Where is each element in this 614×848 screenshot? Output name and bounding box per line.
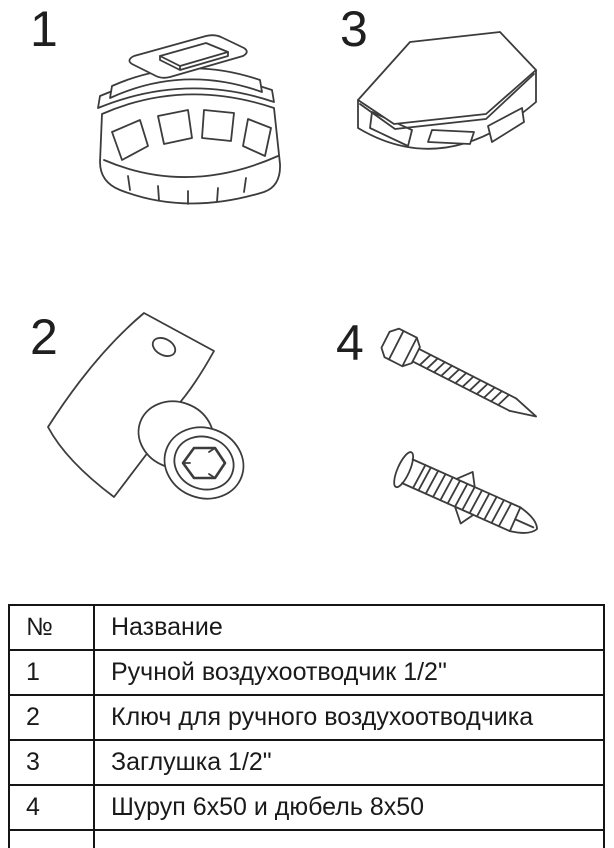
dowel-ribs (417, 466, 513, 528)
screw-tip (508, 397, 538, 418)
hex-top (357, 31, 537, 125)
row-name: Ключ для ручного воздухоотводчика (93, 694, 605, 741)
dowel-fin (454, 505, 475, 525)
plug-slot (427, 129, 475, 145)
table-row-partial (8, 829, 605, 848)
row-number: 4 (8, 784, 95, 831)
row-number: 1 (8, 649, 95, 696)
key-hole (151, 337, 177, 357)
row-number: 3 (8, 739, 95, 786)
figure-label-4: 4 (336, 315, 364, 371)
table-row: 1 Ручной воздухоотводчик 1/2" (8, 649, 605, 696)
socket-rim (173, 435, 235, 491)
screw-and-dowel-drawing (380, 327, 538, 534)
figure-label-3: 3 (340, 1, 368, 57)
plug-slot (487, 107, 525, 143)
table-row: 3 Заглушка 1/2" (8, 739, 605, 786)
vent-slot (242, 118, 272, 157)
vent-slot (201, 109, 235, 142)
key-wing (47, 312, 215, 498)
row-name: Шуруп 6х50 и дюбель 8х50 (93, 784, 605, 831)
parts-table: № Название 1 Ручной воздухоотводчик 1/2"… (8, 604, 605, 848)
figure-label-1: 1 (30, 1, 58, 57)
hex-plug-drawing (357, 31, 537, 150)
row-name: Заглушка 1/2" (93, 739, 605, 786)
screw-threads (418, 353, 510, 406)
figure-label-2: 2 (30, 309, 58, 365)
vent-slot (111, 119, 149, 161)
col-header-name: Название (93, 604, 605, 651)
vent-body (99, 93, 281, 205)
screw (380, 327, 538, 418)
vent-slot (157, 109, 193, 145)
table-header-row: № Название (8, 604, 605, 651)
table-row: 4 Шуруп 6х50 и дюбель 8х50 (8, 784, 605, 831)
row-name: Ручной воздухоотводчик 1/2" (93, 649, 605, 696)
col-header-number: № (8, 604, 95, 651)
manual-air-vent-drawing (97, 34, 281, 205)
table-row: 2 Ключ для ручного воздухоотводчика (8, 694, 605, 741)
row-number: 2 (8, 694, 95, 741)
dowel-flange (393, 451, 415, 489)
dowel-fin (455, 471, 476, 488)
dowel (393, 451, 538, 534)
vent-key-drawing (47, 312, 245, 500)
